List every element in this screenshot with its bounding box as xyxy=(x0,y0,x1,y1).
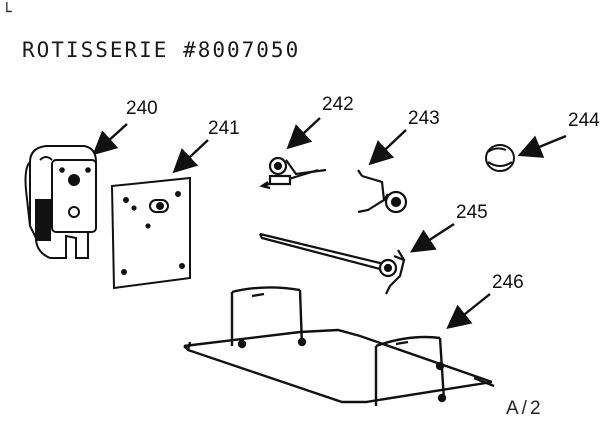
arrow-241 xyxy=(172,139,209,174)
spit-rod-icon xyxy=(259,232,406,295)
right-spit-fork-icon xyxy=(357,169,408,214)
sheet-id: A/2 xyxy=(506,398,544,419)
part-number-244: 244 xyxy=(568,110,600,131)
arrow-240 xyxy=(92,123,128,156)
arrow-245 xyxy=(409,222,455,253)
left-spit-fork-icon xyxy=(259,156,327,190)
rack-frame-icon xyxy=(183,286,495,406)
arrow-243 xyxy=(368,129,407,166)
diagram-title: ROTISSERIE #8007050 xyxy=(22,38,301,62)
callout-arrows xyxy=(92,117,567,329)
part-number-240: 240 xyxy=(126,98,158,119)
mounting-plate-icon xyxy=(110,176,191,290)
motor-icon xyxy=(24,145,97,259)
arrow-244 xyxy=(517,134,567,158)
corner-mark: └ xyxy=(2,2,12,21)
part-number-242: 242 xyxy=(322,94,354,115)
knob-icon xyxy=(485,144,515,172)
part-number-246: 246 xyxy=(492,272,524,293)
part-number-241: 241 xyxy=(208,118,240,139)
arrow-242 xyxy=(286,117,321,150)
part-number-243: 243 xyxy=(408,108,440,129)
arrow-246 xyxy=(446,293,491,329)
part-number-245: 245 xyxy=(456,202,488,223)
